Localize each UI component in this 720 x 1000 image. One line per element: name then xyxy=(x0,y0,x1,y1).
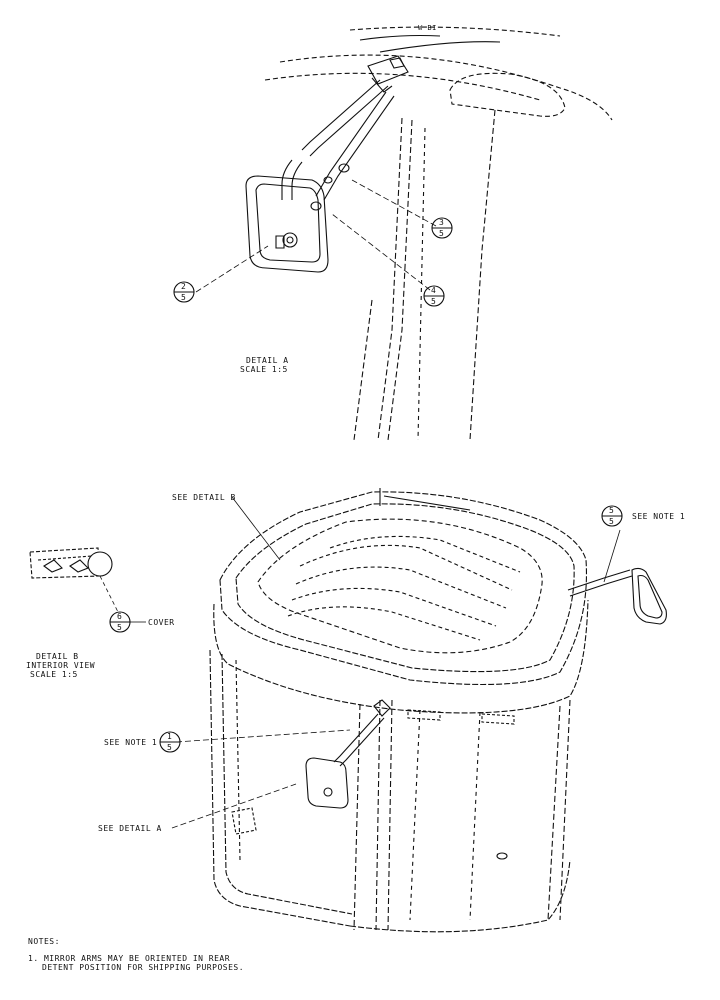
balloon-3-num: 3 xyxy=(439,218,445,227)
cab-main-drawing xyxy=(159,488,667,933)
cover-balloon-num: 6 xyxy=(117,612,123,621)
detail-b-drawing xyxy=(29,547,146,633)
balloon-4-sub: 5 xyxy=(431,297,437,306)
view-marker: W BI xyxy=(418,24,437,32)
detail-b-scale: SCALE 1:5 xyxy=(30,670,78,679)
notes-block: NOTES: 1. MIRROR ARMS MAY BE ORIENTED IN… xyxy=(28,937,244,972)
balloon-2-num: 2 xyxy=(181,282,187,291)
see-detail-a-label: SEE DETAIL A xyxy=(98,824,162,833)
balloon-1-num: 1 xyxy=(167,732,173,741)
balloon-3-sub: 5 xyxy=(439,229,445,238)
detail-a-title: DETAIL A xyxy=(246,356,289,365)
see-note-1-top: SEE NOTE 1 xyxy=(632,512,686,521)
detail-a-drawing xyxy=(173,26,613,441)
notes-heading: NOTES: xyxy=(28,937,60,946)
cover-balloon-sub: 5 xyxy=(117,623,123,632)
detail-b-title: DETAIL B xyxy=(36,652,79,661)
balloon-5-num: 5 xyxy=(609,506,615,515)
balloon-2-sub: 5 xyxy=(181,293,187,302)
note-text-line1: MIRROR ARMS MAY BE ORIENTED IN REAR xyxy=(43,954,231,963)
see-note-1-left: SEE NOTE 1 xyxy=(104,738,158,747)
see-detail-b-label: SEE DETAIL B xyxy=(172,493,236,502)
detail-a-scale: SCALE 1:5 xyxy=(240,365,288,374)
balloon-1-sub: 5 xyxy=(167,743,173,752)
cover-label: COVER xyxy=(148,618,175,627)
note-item: 1. MIRROR ARMS MAY BE ORIENTED IN REAR D… xyxy=(28,954,244,972)
detail-b-subtitle: INTERIOR VIEW xyxy=(26,661,96,670)
balloon-5-sub: 5 xyxy=(609,517,615,526)
balloon-4-num: 4 xyxy=(431,286,437,295)
note-number: 1. xyxy=(28,954,39,963)
note-text-line2: DETENT POSITION FOR SHIPPING PURPOSES. xyxy=(42,963,245,972)
